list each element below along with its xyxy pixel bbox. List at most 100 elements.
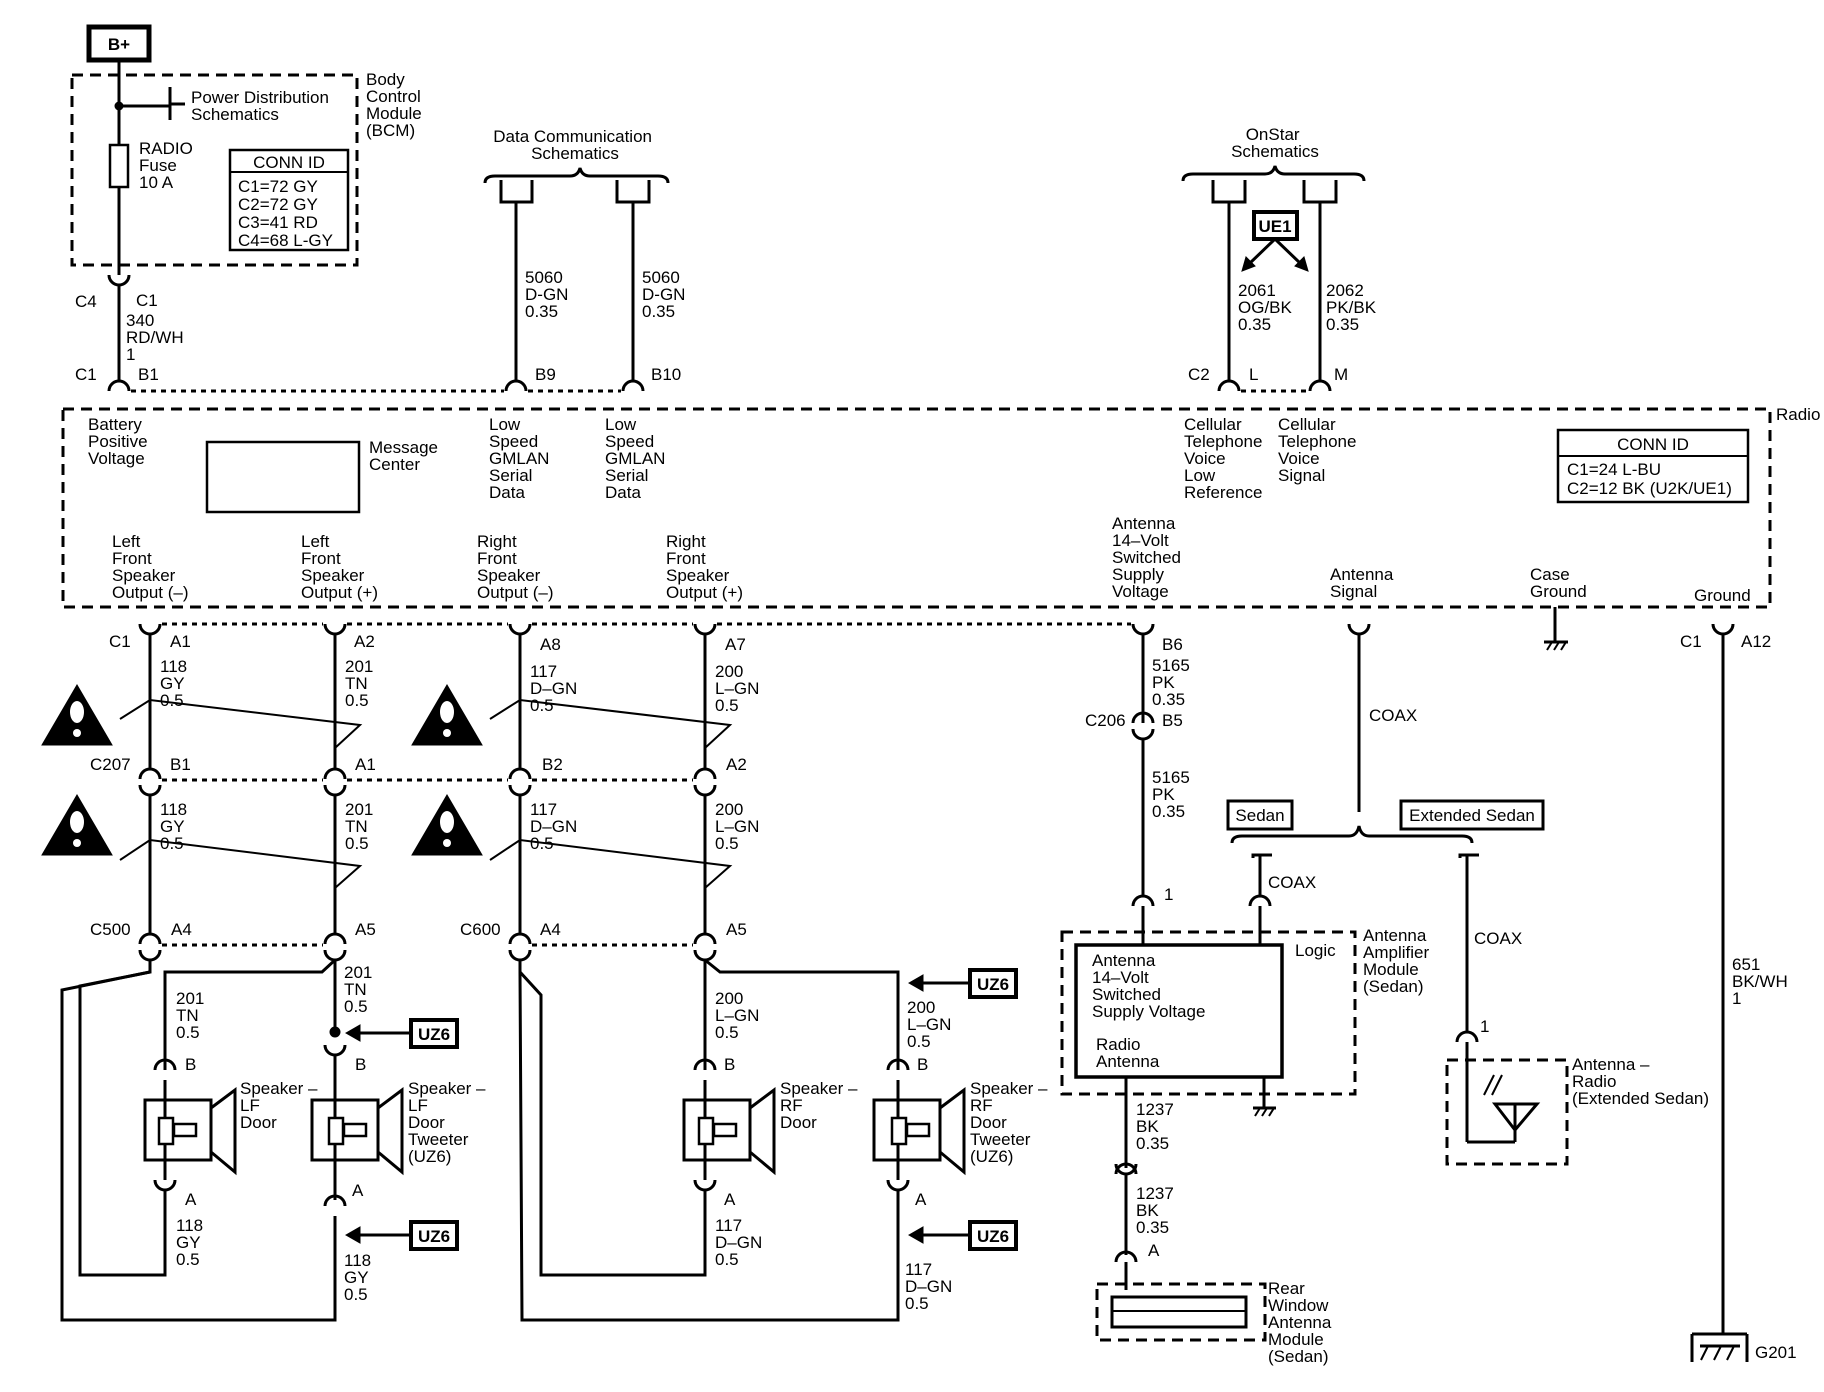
speaker-lf-tweeter-icon (310, 1087, 404, 1176)
twisted-pair-marks (119, 698, 733, 889)
antenna-amplifier-name: Antenna Amplifier Module (Sedan) (1363, 926, 1434, 996)
pin-a12: A12 (1741, 632, 1771, 651)
wire-201-upper: 201 TN 0.5 (345, 657, 378, 710)
pin-b-lft: B (355, 1055, 366, 1074)
wire-1237-upper: 1237 BK 0.35 (1136, 1100, 1179, 1153)
amp-radio-antenna-label: Radio Antenna (1096, 1035, 1160, 1071)
uz6-tag-3: UZ6 (344, 1220, 459, 1251)
amp-ground-symbol (1253, 1077, 1276, 1117)
bcm-outline (70, 73, 359, 267)
coax-label-2: COAX (1268, 873, 1316, 892)
speaker-lf-tweeter-label: Speaker – LF Door Tweeter (UZ6) (408, 1079, 490, 1166)
svg-text:C1=24 L-BU: C1=24 L-BU (1567, 460, 1661, 479)
wire-340: C1 340 RD/WH 1 (126, 291, 188, 364)
radio-outline (61, 407, 1772, 609)
conn-c600: C600 (460, 920, 501, 939)
wire-2062: 2062 PK/BK 0.35 (1326, 281, 1381, 334)
pin-a1-c207: A1 (355, 755, 376, 774)
wire-117-rft: 117 D–GN 0.5 (905, 1260, 957, 1313)
wire-118-lft: 118 GY 0.5 (344, 1251, 376, 1304)
pin-a-lft: A (352, 1181, 364, 1200)
c500-c600-connectors (138, 932, 717, 962)
message-center-box (205, 440, 361, 514)
rf-minus-label: Right Front Speaker Output (–) (477, 532, 554, 602)
svg-text:C1=72 GY: C1=72 GY (238, 177, 318, 196)
wire-200-rf: 200 L–GN 0.5 (715, 989, 764, 1042)
svg-text:C4=68 L-GY: C4=68 L-GY (238, 231, 333, 250)
ue1-option-box: UE1 (1241, 210, 1309, 272)
svg-text:CONN ID: CONN ID (253, 153, 325, 172)
pin-b1-c207: B1 (170, 755, 191, 774)
wire-651: 651 BK/WH 1 (1732, 955, 1792, 1008)
speaker-lf-door-icon (143, 1087, 237, 1176)
pin-b5: B5 (1162, 711, 1183, 730)
pin-m: M (1334, 365, 1348, 384)
speaker-rf-tweeter-label: Speaker – RF Door Tweeter (UZ6) (970, 1079, 1052, 1166)
rear-window-module-outline (1095, 1282, 1267, 1342)
antenna-radio-label: Antenna – Radio (Extended Sedan) (1572, 1055, 1709, 1108)
conn-c4: C4 (75, 292, 97, 311)
amp-top-connectors (1131, 894, 1272, 945)
svg-text:C2=72 GY: C2=72 GY (238, 195, 318, 214)
case-ground-label: Case Ground (1530, 565, 1587, 601)
antenna-signal-label: Antenna Signal (1330, 565, 1398, 601)
svg-text:UZ6: UZ6 (418, 1227, 450, 1246)
wire-5060-b: 5060 D-GN 0.35 (642, 268, 690, 321)
fuse-label: RADIO Fuse 10 A (139, 139, 198, 192)
battery-positive-label: Battery Positive Voltage (88, 415, 152, 468)
rear-window-module-label: Rear Window Antenna Module (Sedan) (1268, 1279, 1336, 1366)
conn-c1-radio: C1 (75, 365, 97, 384)
svg-text:CONN ID: CONN ID (1617, 435, 1689, 454)
rf-plus-label: Right Front Speaker Output (+) (666, 532, 743, 602)
g201-ground-icon (1690, 1332, 1749, 1362)
svg-text:UZ6: UZ6 (977, 1227, 1009, 1246)
g201-label: G201 (1755, 1343, 1797, 1362)
pin-a7: A7 (725, 635, 746, 654)
speaker-rf-door-icon (682, 1087, 776, 1176)
warning-icon-3 (41, 794, 113, 856)
conn-c1-lower: C1 (109, 632, 131, 651)
uz6-tag-4: UZ6 (907, 1220, 1018, 1251)
antenna-radio-connector (1455, 1030, 1479, 1060)
uz6-tag-1: UZ6 (344, 1018, 459, 1049)
wire-118-upper: 118 GY 0.5 (160, 657, 192, 710)
bplus-box: B+ (86, 24, 152, 63)
pin-1-amp: 1 (1164, 885, 1173, 904)
antenna-amplifier-module-outline (1060, 930, 1357, 1096)
pin-l: L (1249, 365, 1258, 384)
conn-c1-ground: C1 (1680, 632, 1702, 651)
wire-118-lf: 118 GY 0.5 (176, 1216, 208, 1269)
wire-1237-lower: 1237 BK 0.35 (1136, 1184, 1179, 1237)
antenna-radio-outline (1445, 1058, 1569, 1166)
pin-b-rf: B (724, 1055, 735, 1074)
conn-c2: C2 (1188, 365, 1210, 384)
coax-label-1: COAX (1369, 706, 1417, 725)
pin-a1: A1 (170, 632, 191, 651)
c207-connector (138, 767, 717, 797)
pin-a-rft: A (915, 1190, 927, 1209)
radio-bottom-connectors (138, 622, 1735, 636)
power-distribution-label: Power Distribution Schematics (191, 88, 334, 124)
wire-200-mid: 200 L–GN 0.5 (715, 800, 764, 853)
speaker-lf-door-label: Speaker – LF Door (240, 1079, 322, 1132)
pin-a5-c500: A5 (355, 920, 376, 939)
wire-2061: 2061 OG/BK 0.35 (1238, 281, 1297, 334)
lf-minus-label: Left Front Speaker Output (–) (112, 532, 189, 602)
conn-c207: C207 (90, 755, 131, 774)
bplus-label: B+ (108, 35, 130, 54)
svg-text:Sedan: Sedan (1235, 806, 1284, 825)
speaker-b-connectors (153, 1026, 910, 1090)
pin-b9: B9 (535, 365, 556, 384)
wire-200-rft: 200 L–GN 0.5 (907, 998, 956, 1051)
speaker-a-connectors (153, 1170, 910, 1220)
speaker-rf-tweeter-icon (872, 1087, 966, 1176)
sedan-option-box: Sedan (1226, 799, 1294, 831)
wire-201-lft: 201 TN 0.5 (344, 963, 377, 1016)
antenna-amplifier-inner-box (1074, 943, 1284, 1079)
pin-a2-c207: A2 (726, 755, 747, 774)
amp-supply-label: Antenna 14–Volt Switched Supply Voltage (1092, 951, 1205, 1021)
radio-fuse (108, 143, 130, 189)
gmlan-label-1: Low Speed GMLAN Serial Data (489, 415, 554, 502)
radio-name: Radio (1776, 405, 1820, 424)
data-comm-label: Data Communication Schematics (493, 127, 656, 163)
